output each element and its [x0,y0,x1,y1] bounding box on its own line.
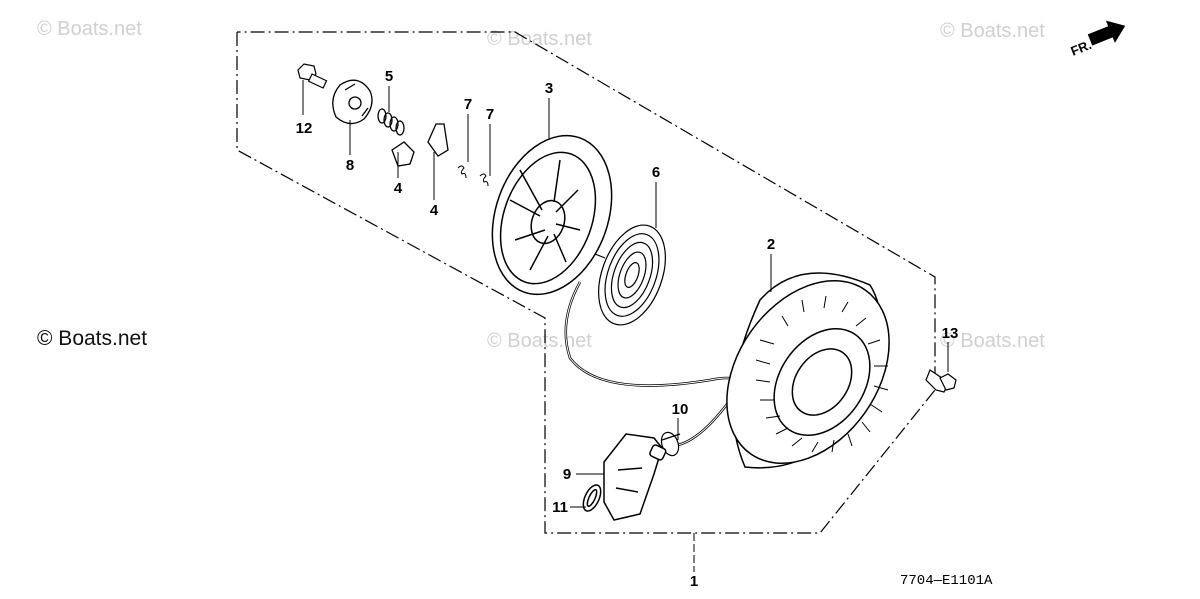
callout-4: 4 [394,180,403,197]
diagram-code: 7704—E1101A [900,573,993,589]
callout-11: 11 [552,499,568,516]
watermark: © Boats.net [940,330,1045,352]
pawl-spring-icon [457,165,489,187]
callout-1: 1 [690,573,698,590]
starter-grip-icon [603,433,667,521]
recoil-spring-icon [594,224,666,326]
watermark-dark: © Boats.net [37,327,148,350]
callout-12: 12 [296,120,313,137]
callout-10: 10 [672,401,689,418]
watermark: © Boats.net [487,28,592,50]
callout-3: 3 [545,80,553,97]
callout-9: 9 [563,466,571,483]
callout-7: 7 [486,106,494,123]
callout-4: 4 [430,202,439,219]
pawl-icon [391,141,415,167]
grip-insert-icon [582,484,602,512]
ratchet-icon [332,79,373,125]
callout-7: 7 [464,96,472,113]
front-arrow-icon [1087,20,1126,46]
leader-lines [302,80,949,572]
callout-6: 6 [652,164,660,181]
callout-13: 13 [942,325,959,342]
flange-bolt-icon [297,63,328,89]
assembly-outline [236,31,936,534]
watermark: © Boats.net [37,18,142,40]
case-bolt-icon [925,369,957,393]
watermark: © Boats.net [940,20,1045,42]
front-arrow-label: FR. [1069,37,1094,59]
callout-8: 8 [346,157,354,174]
starter-rope [564,281,742,462]
ratchet-spring-icon [377,108,405,136]
pawl-icon [427,123,449,157]
starter-case-icon [726,272,890,469]
callout-5: 5 [385,68,393,85]
starter-reel-icon [491,134,613,296]
callout-2: 2 [767,236,775,253]
